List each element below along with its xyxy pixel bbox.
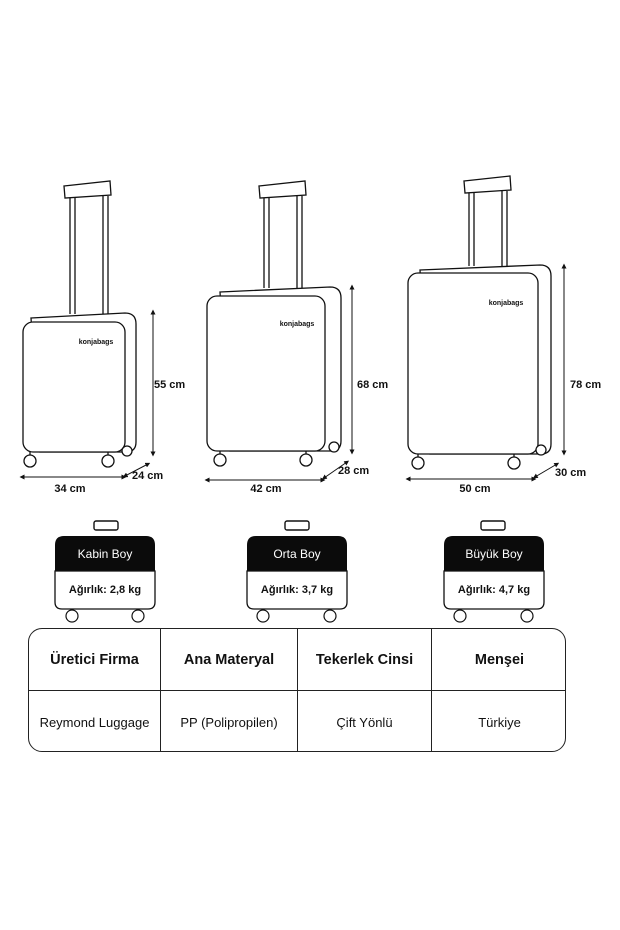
wheel-icon bbox=[453, 609, 467, 623]
value-wheel-type: Çift Yönlü bbox=[298, 691, 432, 751]
tag-title: Büyük Boy bbox=[465, 547, 522, 561]
header-wheel-type: Tekerlek Cinsi bbox=[298, 629, 432, 691]
large-dimension-lines bbox=[405, 263, 567, 482]
spec-table: Üretici Firma Ana Materyal Tekerlek Cins… bbox=[28, 628, 566, 752]
wheel-icon bbox=[131, 609, 145, 623]
wheels bbox=[23, 445, 133, 468]
cabin-height-label: 55 cm bbox=[154, 379, 185, 391]
header-origin: Menşei bbox=[432, 629, 565, 691]
cabin-width-label: 34 cm bbox=[54, 483, 85, 495]
tag-weight: Ağırlık: 4,7 kg bbox=[458, 584, 530, 596]
wheel-icon bbox=[323, 609, 337, 623]
wheel-icon bbox=[520, 609, 534, 623]
wheels bbox=[213, 441, 340, 467]
medium-dimension-lines bbox=[204, 284, 355, 483]
value-manufacturer: Reymond Luggage bbox=[29, 691, 161, 751]
brand-logo: konjabags bbox=[79, 339, 114, 346]
large-suitcase bbox=[407, 175, 552, 470]
tag-weight: Ağırlık: 2,8 kg bbox=[69, 584, 141, 596]
header-material: Ana Materyal bbox=[161, 629, 298, 691]
wheel-icon bbox=[65, 609, 79, 623]
telescopic-handle bbox=[463, 175, 512, 266]
header-manufacturer: Üretici Firma bbox=[29, 629, 161, 691]
value-origin: Türkiye bbox=[478, 714, 521, 730]
large-depth-label: 30 cm bbox=[555, 467, 586, 479]
brand-logo: konjabags bbox=[489, 300, 524, 307]
tag-title: Kabin Boy bbox=[78, 547, 133, 561]
medium-depth-label: 28 cm bbox=[338, 465, 369, 477]
cabin-depth-label: 24 cm bbox=[132, 470, 163, 482]
large-height-label: 78 cm bbox=[570, 379, 601, 391]
value-material: PP (Polipropilen) bbox=[161, 691, 298, 751]
wheels bbox=[411, 444, 547, 470]
wheel-icon bbox=[256, 609, 270, 623]
large-width-label: 50 cm bbox=[459, 483, 490, 495]
telescopic-handle bbox=[258, 180, 307, 288]
brand-logo: konjabags bbox=[280, 321, 315, 328]
tag-title: Orta Boy bbox=[273, 547, 320, 561]
tag-weight: Ağırlık: 3,7 kg bbox=[261, 584, 333, 596]
telescopic-handle bbox=[63, 180, 112, 314]
size-tag-large: Büyük Boy Ağırlık: 4,7 kg bbox=[443, 520, 545, 623]
size-tag-cabin: Kabin Boy Ağırlık: 2,8 kg bbox=[54, 520, 156, 623]
medium-height-label: 68 cm bbox=[357, 379, 388, 391]
size-tag-medium: Orta Boy Ağırlık: 3,7 kg bbox=[246, 520, 348, 623]
cabin-dimension-lines bbox=[19, 309, 156, 480]
medium-suitcase bbox=[206, 180, 342, 467]
cabin-suitcase bbox=[22, 180, 137, 468]
medium-width-label: 42 cm bbox=[250, 483, 281, 495]
